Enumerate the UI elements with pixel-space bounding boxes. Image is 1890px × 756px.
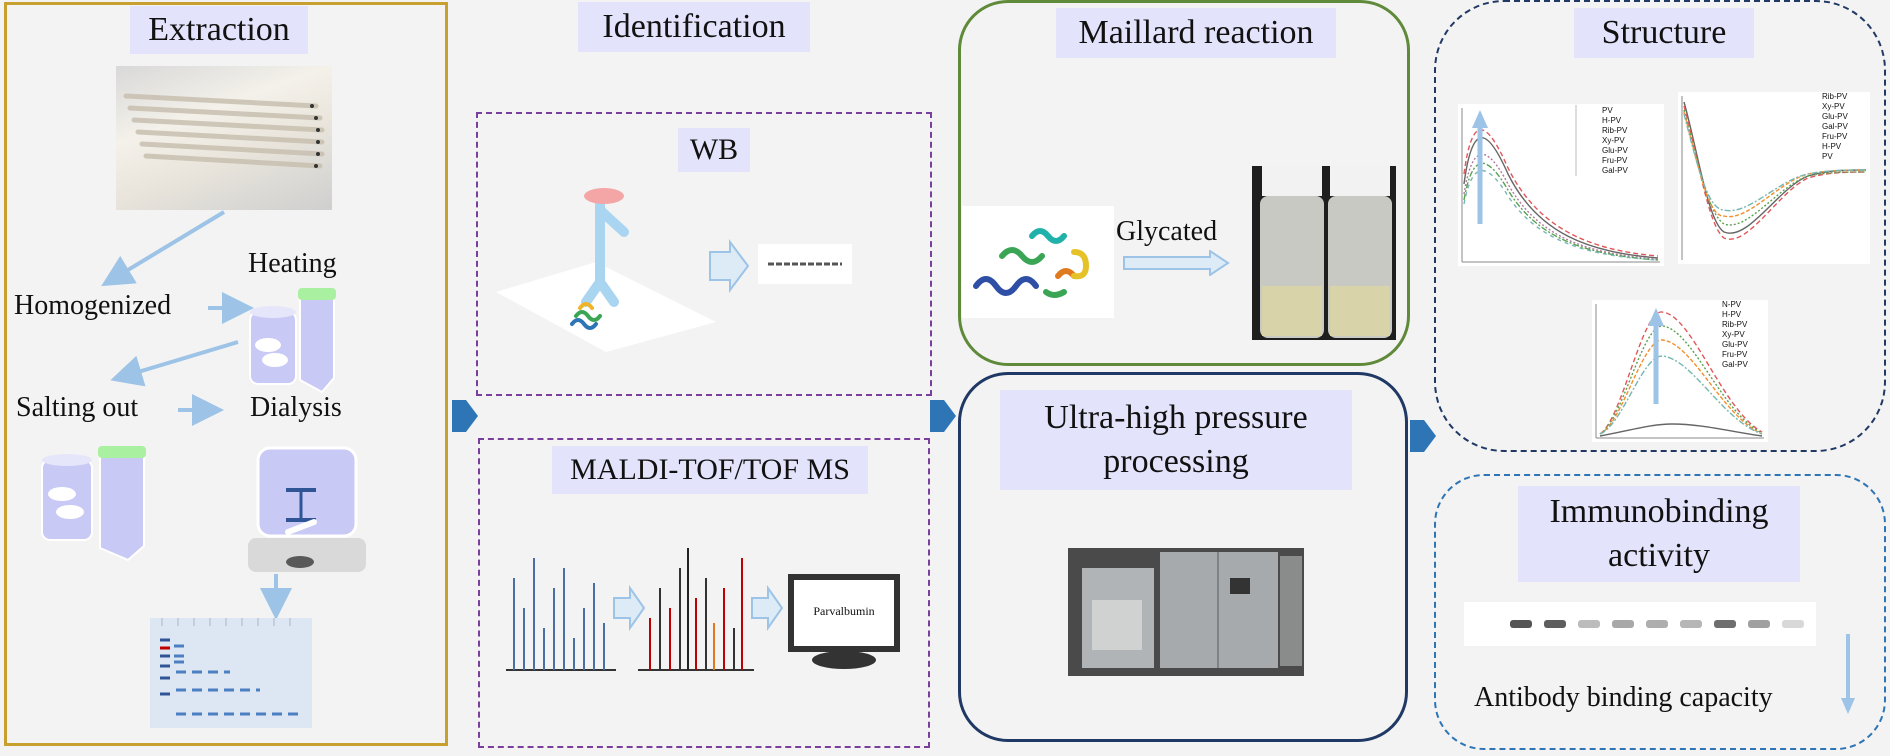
step-salting-out: Salting out bbox=[16, 392, 139, 423]
wb-title: WB bbox=[678, 128, 750, 172]
flow-arrow-photo-to-homogenized bbox=[101, 210, 226, 287]
fluorescence-plot-1: PV H-PV Rib-PV Xy-PV Glu-PV Fru-PV Gal-P… bbox=[1458, 104, 1664, 266]
plot3-legend: N-PV H-PV Rib-PV Xy-PV Glu-PV Fru-PV Gal… bbox=[1722, 300, 1748, 370]
maillard-title: Maillard reaction bbox=[1056, 8, 1336, 58]
monitor-text: Parvalbumin bbox=[813, 604, 875, 618]
identification-title: Identification bbox=[578, 2, 810, 52]
plot2-legend-item: Rib-PV bbox=[1822, 92, 1848, 101]
extraction-title: Extraction bbox=[130, 6, 308, 54]
binding-decrease-arrow-icon bbox=[1841, 634, 1855, 714]
uhp-title-line1: Ultra-high pressure bbox=[1044, 399, 1308, 436]
maldi-title: MALDI-TOF/TOF MS bbox=[552, 446, 868, 494]
plot3-legend-item: Rib-PV bbox=[1722, 320, 1748, 329]
vials-illustration bbox=[1260, 166, 1392, 338]
salting-tubes-icon bbox=[41, 446, 146, 562]
extraction-panel bbox=[4, 2, 448, 746]
dialysis-beaker-icon bbox=[248, 446, 366, 572]
plot3-curves bbox=[1595, 304, 1764, 439]
uhp-panel bbox=[958, 372, 1408, 742]
immuno-title-line2: activity bbox=[1608, 537, 1710, 574]
western-blot-illustration bbox=[496, 188, 852, 352]
maldi-box bbox=[478, 438, 930, 748]
plot1-legend-item: Rib-PV bbox=[1602, 126, 1628, 135]
plot2-curves bbox=[1681, 96, 1867, 260]
glycated-vials-photo bbox=[1252, 166, 1396, 340]
protein-structure-image bbox=[962, 206, 1114, 318]
structure-title: Structure bbox=[1574, 8, 1754, 58]
step-homogenized: Homogenized bbox=[14, 290, 172, 321]
plot1-legend-item: Gal-PV bbox=[1602, 166, 1628, 175]
structure-panel bbox=[1434, 0, 1886, 452]
sds-gel-icon bbox=[150, 618, 312, 728]
immuno-title-line1: Immunobinding bbox=[1549, 493, 1769, 530]
immuno-panel bbox=[1434, 474, 1886, 750]
wb-box bbox=[476, 112, 932, 396]
heating-tubes-icon bbox=[249, 288, 336, 394]
plot3-legend-item: N-PV bbox=[1722, 300, 1742, 309]
glycated-label: Glycated bbox=[1116, 216, 1218, 247]
plot2-legend-item: Fru-PV bbox=[1822, 132, 1848, 141]
fluorescence-plot-3: N-PV H-PV Rib-PV Xy-PV Glu-PV Fru-PV Gal… bbox=[1592, 300, 1768, 442]
uhp-machine-photo bbox=[1068, 548, 1304, 676]
uhp-title: Ultra-high pressure processing bbox=[1000, 390, 1352, 490]
plot1-legend: PV H-PV Rib-PV Xy-PV Glu-PV Fru-PV Gal-P… bbox=[1602, 106, 1628, 176]
stage-arrow-3-icon bbox=[1410, 420, 1436, 452]
uhp-machine-illustration bbox=[1082, 552, 1302, 668]
protein-ribbon-illustration bbox=[973, 228, 1090, 298]
plot2-legend-item: Xy-PV bbox=[1822, 102, 1845, 111]
stage-arrow-1-icon bbox=[452, 400, 478, 432]
plot2-legend-item: PV bbox=[1822, 152, 1833, 161]
immuno-bands-illustration bbox=[1510, 620, 1804, 628]
antibody-binding-capacity-label: Antibody binding capacity bbox=[1474, 682, 1773, 713]
sample-photo bbox=[116, 66, 332, 210]
plot1-legend-item: H-PV bbox=[1602, 116, 1622, 125]
maillard-panel bbox=[958, 0, 1410, 366]
step-heating: Heating bbox=[248, 248, 337, 279]
plot1-curves bbox=[1461, 105, 1660, 263]
immuno-blot-strip bbox=[1464, 602, 1816, 646]
plot3-legend-item: Fru-PV bbox=[1722, 350, 1748, 359]
cd-plot-2: Rib-PV Xy-PV Glu-PV Gal-PV Fru-PV H-PV P… bbox=[1678, 92, 1870, 264]
plot1-legend-item: Glu-PV bbox=[1602, 146, 1628, 155]
plot2-legend-item: Glu-PV bbox=[1822, 112, 1848, 121]
immuno-title: Immunobinding activity bbox=[1518, 486, 1800, 582]
plot2-legend-item: Gal-PV bbox=[1822, 122, 1848, 131]
glycated-arrow-icon bbox=[1123, 250, 1230, 276]
plot1-legend-item: PV bbox=[1602, 106, 1613, 115]
maldi-spectra-illustration bbox=[506, 548, 900, 671]
plot1-legend-item: Xy-PV bbox=[1602, 136, 1625, 145]
plot3-legend-item: Xy-PV bbox=[1722, 330, 1745, 339]
plot3-legend-item: Glu-PV bbox=[1722, 340, 1748, 349]
plot2-legend: Rib-PV Xy-PV Glu-PV Gal-PV Fru-PV H-PV P… bbox=[1822, 92, 1848, 162]
flow-arrow-heating-to-salting bbox=[110, 340, 239, 387]
extraction-flow bbox=[41, 210, 366, 728]
uhp-title-line2: processing bbox=[1103, 443, 1249, 480]
plot1-legend-item: Fru-PV bbox=[1602, 156, 1628, 165]
plot3-legend-item: Gal-PV bbox=[1722, 360, 1748, 369]
plot3-legend-item: H-PV bbox=[1722, 310, 1742, 319]
fish-samples-illustration bbox=[123, 93, 325, 169]
plot2-legend-item: H-PV bbox=[1822, 142, 1842, 151]
stage-arrow-2-icon bbox=[930, 400, 956, 432]
step-dialysis: Dialysis bbox=[250, 392, 342, 423]
